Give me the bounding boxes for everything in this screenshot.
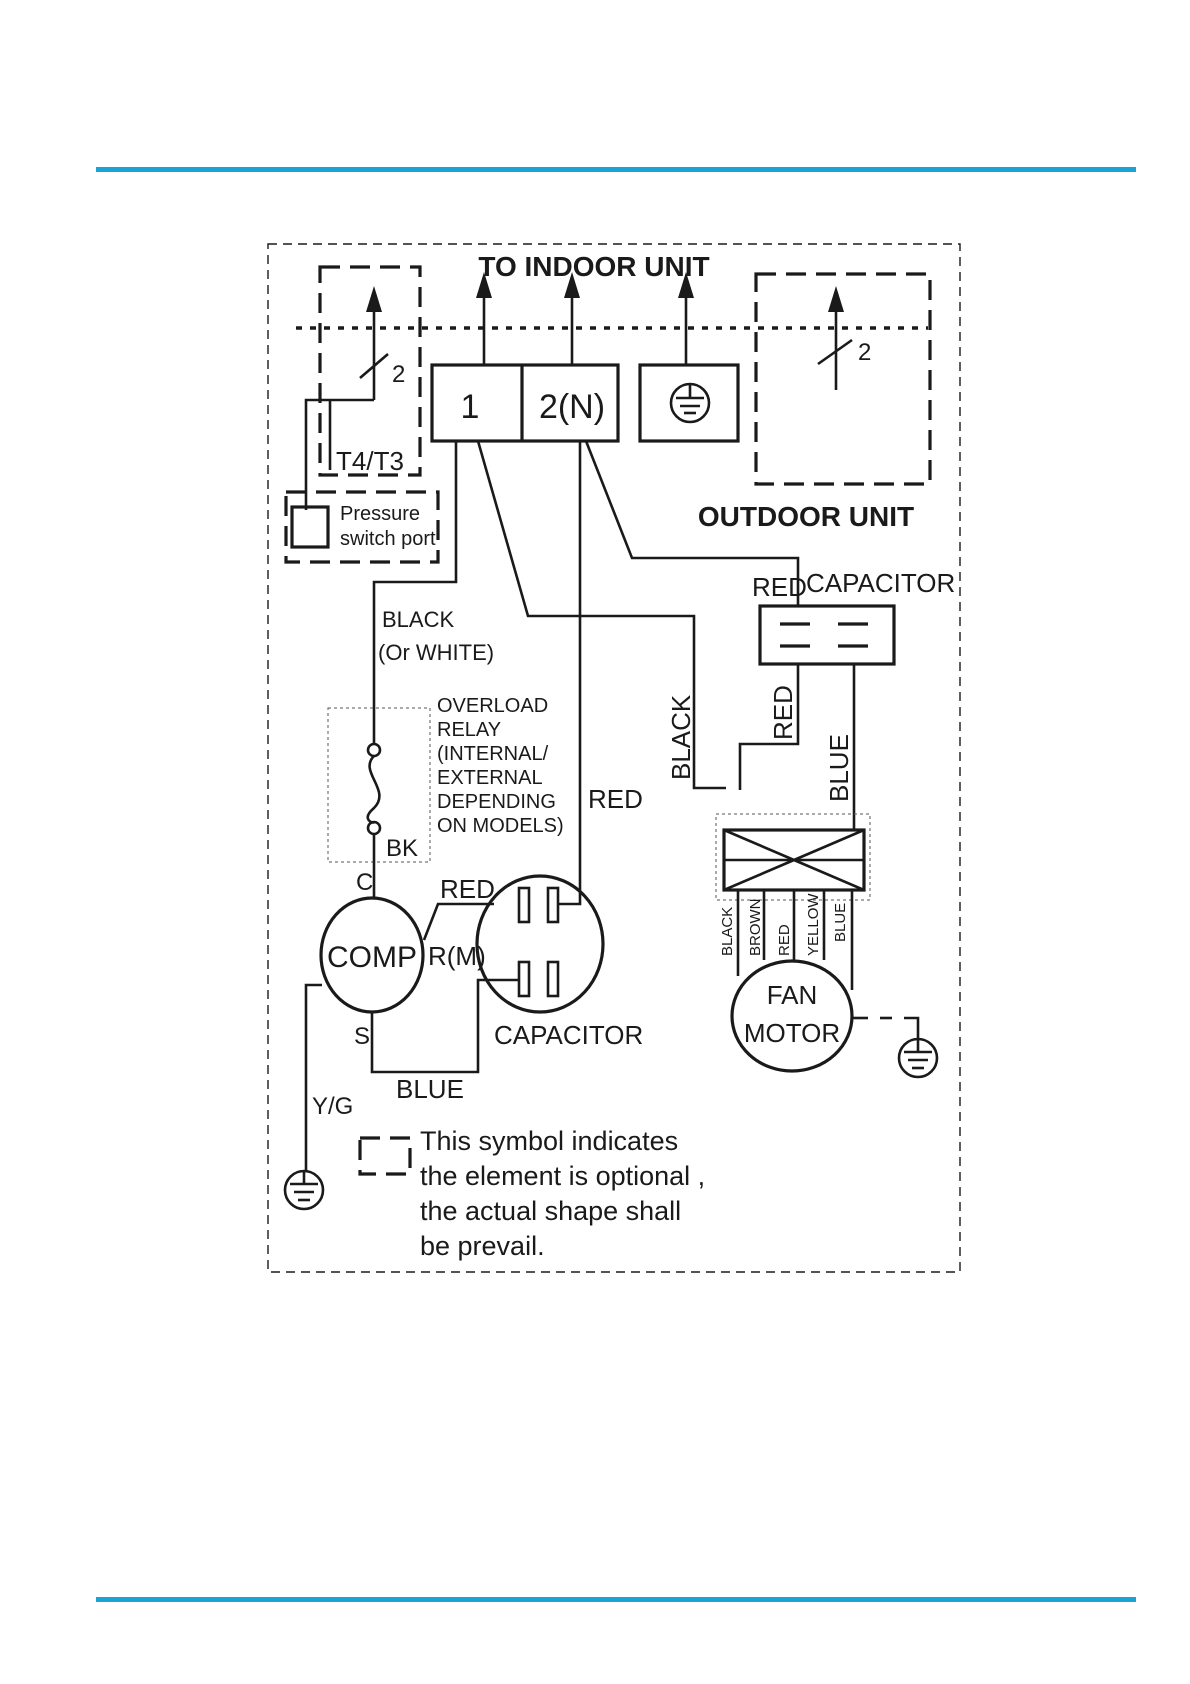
- fan-label: FAN: [767, 980, 818, 1010]
- c-label: C: [356, 869, 373, 896]
- black-vertical-label: BLACK: [666, 694, 696, 780]
- legend-line-1: This symbol indicates: [420, 1126, 678, 1156]
- terminal-block: 1 2(N): [430, 363, 620, 443]
- s-label: S: [354, 1023, 370, 1050]
- blue-bottom-label: BLUE: [396, 1074, 464, 1104]
- ground-symbol-left-icon: [283, 1169, 325, 1211]
- overload-relay-text: OVERLOAD RELAY (INTERNAL/ EXTERNAL DEPEN…: [437, 695, 564, 837]
- fan-connector-box: [715, 813, 871, 901]
- overload-line-2: RELAY: [437, 719, 501, 741]
- wire-black-fan: [476, 440, 726, 790]
- indoor-connection-arrows: [476, 272, 694, 365]
- motor-leads: [736, 890, 854, 990]
- motor-wire-black: BLACK: [719, 907, 736, 956]
- motor-label: MOTOR: [744, 1018, 840, 1048]
- ground-terminal: [638, 363, 740, 443]
- legend-line-4: be prevail.: [420, 1231, 545, 1261]
- terminal-2n-label: 2(N): [539, 388, 605, 426]
- pressure-label-line2: switch port: [340, 528, 436, 550]
- compressor-capacitor: [475, 874, 605, 1014]
- wire-red-fan: [738, 664, 800, 790]
- legend-line-2: the element is optional ,: [420, 1161, 705, 1191]
- comp-capacitor-label: CAPACITOR: [494, 1020, 643, 1050]
- red-vertical-label: RED: [588, 784, 643, 814]
- fan-capacitor-label: CAPACITOR: [806, 568, 955, 598]
- blue-vertical-fan-label: BLUE: [824, 734, 854, 802]
- pressure-switch-port: Pressure switch port: [284, 490, 440, 564]
- motor-wire-yellow: YELLOW: [805, 893, 822, 956]
- fan-connector: [722, 828, 866, 892]
- wire-black: [372, 441, 458, 745]
- bk-label: BK: [386, 835, 418, 862]
- t4-t3-sensor-box: 2 T4/T3: [304, 265, 422, 510]
- overload-line-5: DEPENDING: [437, 791, 556, 813]
- fan-motor: FAN MOTOR: [730, 959, 854, 1073]
- overload-relay-symbol: [366, 742, 382, 898]
- optional-legend: This symbol indicates the element is opt…: [358, 1126, 705, 1261]
- legend-line-3: the actual shape shall: [420, 1196, 681, 1226]
- comp-label: COMP: [327, 941, 417, 974]
- outdoor-unit-label: OUTDOOR UNIT: [698, 501, 914, 532]
- top-accent-rule: [96, 167, 1136, 172]
- optional-symbol-icon: [358, 1136, 412, 1176]
- motor-wire-blue: BLUE: [832, 903, 849, 942]
- wire-fan-capacitor: [584, 440, 800, 606]
- motor-wire-brown: BROWN: [747, 899, 764, 957]
- sensor-count-left: 2: [392, 361, 405, 388]
- or-white-label: (Or WHITE): [378, 640, 494, 665]
- yg-label: Y/G: [312, 1093, 353, 1120]
- wire-red-vertical: [558, 441, 582, 906]
- compressor: COMP: [319, 896, 425, 1014]
- pressure-label-line1: Pressure: [340, 503, 420, 525]
- overload-line-4: EXTERNAL: [437, 767, 543, 789]
- sensor-count-right: 2: [858, 339, 871, 366]
- bottom-accent-rule: [96, 1597, 1136, 1602]
- wire-comp-red: [422, 902, 494, 941]
- outdoor-unit-boundary: [267, 243, 961, 1273]
- fan-red-label: RED: [752, 572, 807, 602]
- overload-relay-box: [327, 707, 431, 863]
- to-indoor-unit-label: TO INDOOR UNIT: [478, 251, 709, 282]
- red-comp-label: RED: [440, 874, 495, 904]
- t4-t3-label: T4/T3: [336, 446, 404, 476]
- optional-sensor-box-right: 2: [754, 272, 932, 486]
- wire-yg: [304, 983, 322, 1172]
- black-label: BLACK: [382, 607, 454, 632]
- ground-symbol-right-icon: [897, 1037, 939, 1079]
- terminal-1-label: 1: [461, 388, 480, 426]
- red-vertical-fan-label: RED: [768, 685, 798, 740]
- overload-line-6: ON MODELS): [437, 815, 564, 837]
- overload-line-1: OVERLOAD: [437, 695, 548, 717]
- fan-capacitor: [758, 604, 896, 666]
- motor-wire-red: RED: [776, 924, 793, 956]
- overload-line-3: (INTERNAL/: [437, 743, 549, 765]
- wire-blue: [370, 978, 519, 1074]
